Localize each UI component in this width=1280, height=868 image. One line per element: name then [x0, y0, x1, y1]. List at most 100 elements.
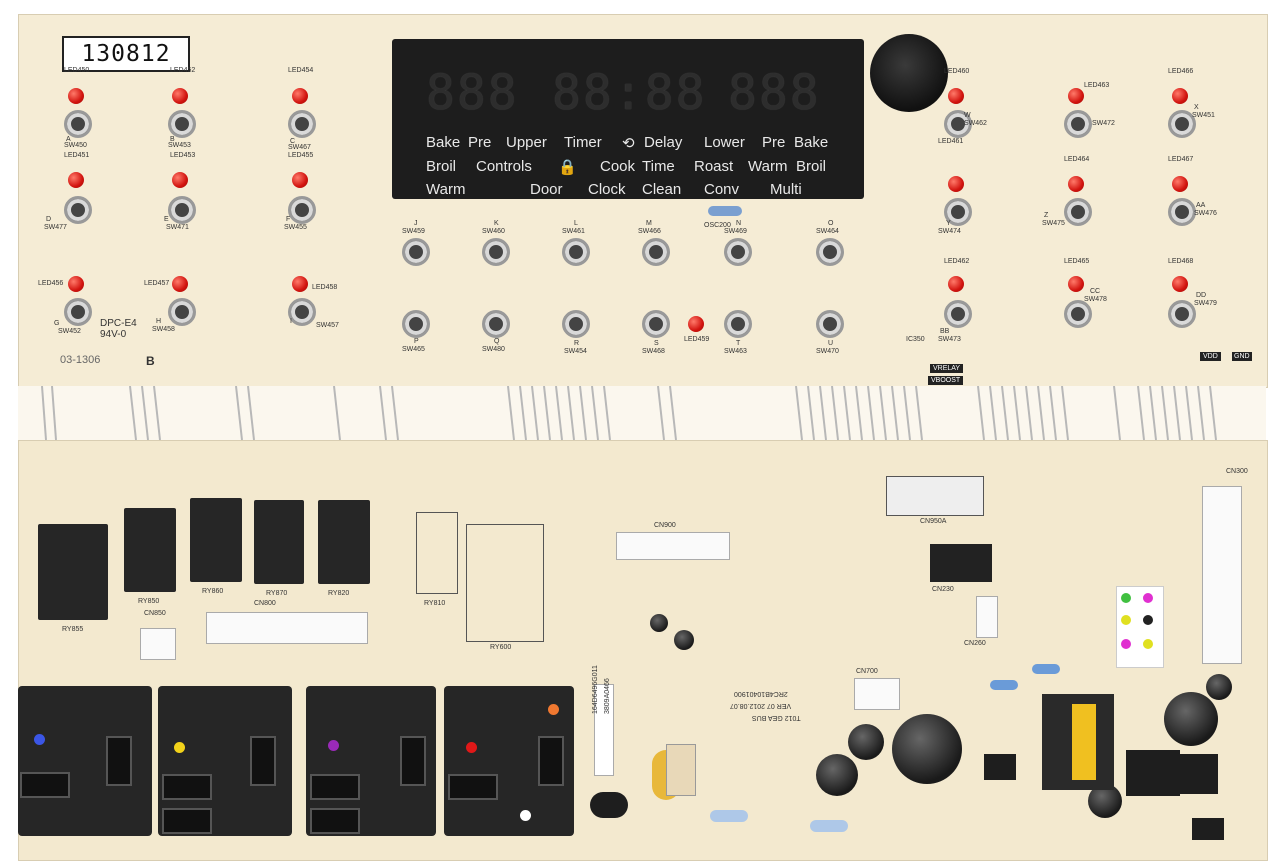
resistor: [810, 820, 848, 832]
switch-letter: S: [654, 340, 659, 347]
tactile-switch-y[interactable]: [944, 198, 972, 226]
led-indicator: [948, 276, 964, 292]
led-label: LED467: [1168, 156, 1194, 163]
tactile-switch-bb[interactable]: [944, 300, 972, 328]
switch-letter: A: [66, 136, 71, 143]
tactile-switch-b[interactable]: [168, 110, 196, 138]
buzzer: [870, 34, 948, 112]
tactile-switch-c[interactable]: [288, 110, 316, 138]
tactile-switch-d[interactable]: [64, 196, 92, 224]
electrolytic-capacitor: [674, 630, 694, 650]
tactile-switch-u[interactable]: [816, 310, 844, 338]
connector-cn850: [140, 628, 176, 660]
switch-label: SW462: [964, 120, 987, 127]
tactile-switch-r[interactable]: [562, 310, 590, 338]
tactile-switch-cc[interactable]: [1064, 300, 1092, 328]
display-warm-2: Warm: [426, 181, 466, 198]
tactile-switch-dd[interactable]: [1168, 300, 1196, 328]
tactile-switch-x[interactable]: [1168, 110, 1196, 138]
display-timer: Timer: [564, 134, 602, 151]
switch-label: SW468: [642, 348, 665, 355]
led-label: LED463: [1084, 82, 1110, 89]
tactile-switch-j[interactable]: [402, 238, 430, 266]
display-upper: Upper: [506, 134, 547, 151]
version-marking: VER 07 2012.08.07: [730, 702, 792, 709]
tactile-switch-t[interactable]: [724, 310, 752, 338]
switch-letter: J: [414, 220, 418, 227]
led-label: LED464: [1064, 156, 1090, 163]
tactile-switch-w[interactable]: [944, 110, 972, 138]
relay-label: RY820: [328, 590, 350, 597]
led-label: LED455: [288, 152, 314, 159]
connector-label: CN700: [856, 668, 878, 675]
transformer-core: [1072, 704, 1096, 780]
relay-small: [254, 500, 304, 584]
tactile-switch-s[interactable]: [642, 310, 670, 338]
vfd-display: 888 88:88 888 Bake Pre Upper Timer ⟲ Del…: [392, 39, 864, 199]
connector-cn700: [854, 678, 900, 710]
switch-letter: H: [156, 318, 162, 325]
display-bake: Bake: [426, 134, 461, 151]
led-label: LED461: [938, 138, 964, 145]
switch-label: SW453: [168, 142, 191, 149]
switch-label: SW476: [1194, 210, 1217, 217]
display-lower: Lower: [704, 134, 745, 151]
switch-letter: P: [414, 338, 419, 345]
led-indicator: [688, 316, 704, 332]
tactile-switch-p[interactable]: [402, 310, 430, 338]
header-pins: [41, 385, 1217, 441]
connector-cn800: [206, 612, 368, 644]
tactile-switch-h[interactable]: [168, 298, 196, 326]
led-indicator: [292, 172, 308, 188]
led-label: LED453: [170, 152, 196, 159]
tactile-switch-aa[interactable]: [1168, 198, 1196, 226]
tactile-switch-k[interactable]: [482, 238, 510, 266]
oscillator: [708, 206, 742, 216]
spade-terminal: [106, 736, 132, 786]
date-marking: 03-1306: [60, 354, 101, 366]
led-indicator: [1068, 276, 1084, 292]
relay-small: [318, 500, 370, 584]
switch-label: SW480: [482, 346, 505, 353]
spade-terminal: [20, 772, 70, 798]
spade-terminal: [448, 774, 498, 800]
switch-label: SW479: [1194, 300, 1217, 307]
relay-color-dot: [174, 742, 185, 753]
tactile-switch-o[interactable]: [816, 238, 844, 266]
vboost-marking: VBOOST: [928, 376, 964, 385]
tactile-switch-f[interactable]: [288, 196, 316, 224]
display-delay: Delay: [644, 134, 683, 151]
display-roast: Roast: [694, 158, 734, 175]
led-label: LED466: [1168, 68, 1194, 75]
led-indicator: [1068, 88, 1084, 104]
switch-letter: CC: [1090, 288, 1101, 295]
tactile-switch-n[interactable]: [724, 238, 752, 266]
switch-letter: AA: [1196, 202, 1206, 209]
tactile-switch-l[interactable]: [562, 238, 590, 266]
tactile-switch-m[interactable]: [642, 238, 670, 266]
switch-letter: W: [964, 112, 971, 119]
switch-label: SW475: [1042, 220, 1065, 227]
tactile-switch-q[interactable]: [482, 310, 510, 338]
tactile-switch-z[interactable]: [1064, 198, 1092, 226]
spade-terminal: [162, 808, 212, 834]
tactile-switch-a[interactable]: [64, 110, 92, 138]
spade-terminal: [310, 774, 360, 800]
connector-label: CN230: [932, 586, 954, 593]
switch-letter: T: [736, 340, 741, 347]
tactile-switch-g[interactable]: [64, 298, 92, 326]
led-label: LED454: [288, 67, 314, 74]
switch-letter: E: [164, 216, 169, 223]
display-pre-2: Pre: [762, 134, 786, 151]
rating-marking: 94V-0: [100, 329, 127, 340]
tactile-switch-i[interactable]: [288, 298, 316, 326]
switch-letter: C: [290, 138, 296, 145]
switch-letter: L: [574, 220, 578, 227]
led-label: LED456: [38, 280, 64, 287]
voltage-regulator: [1178, 754, 1218, 794]
tactile-switch-e[interactable]: [168, 196, 196, 224]
relay-small: [124, 508, 176, 592]
led-label: LED457: [144, 280, 170, 287]
tactile-switch-sw472[interactable]: [1064, 110, 1092, 138]
connector-cn900: [616, 532, 730, 560]
